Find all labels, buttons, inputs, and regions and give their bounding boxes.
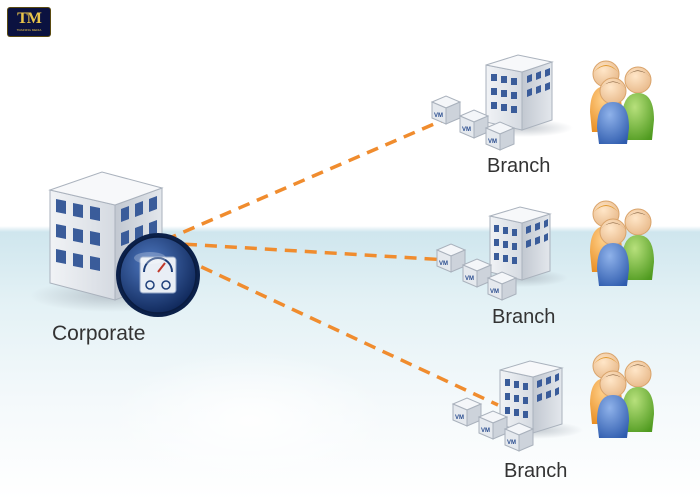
branch-3-label: Branch bbox=[504, 460, 568, 482]
vm-box: VM bbox=[461, 258, 493, 288]
svg-text:VM: VM bbox=[507, 440, 516, 446]
logo-subtitle: TRAINING MEDIA bbox=[16, 28, 42, 32]
branch-3-users-icon bbox=[590, 352, 654, 438]
svg-text:VM: VM bbox=[439, 261, 448, 267]
branch-3-vm-cluster: VM VM VM bbox=[451, 397, 535, 452]
link-corporate-branch-1 bbox=[164, 116, 449, 242]
background-glow bbox=[110, 350, 390, 490]
logo-mark: TM bbox=[17, 10, 42, 27]
vm-box: VM bbox=[430, 95, 462, 125]
wan-links bbox=[164, 116, 499, 407]
branch-2-users-icon bbox=[590, 200, 654, 286]
branch-2-vm-cluster: VM VM VM bbox=[435, 243, 518, 301]
link-corporate-branch-2 bbox=[164, 241, 449, 262]
branch-2-label: Branch bbox=[492, 306, 556, 328]
corporate-label: Corporate bbox=[52, 322, 146, 345]
gauge-monitor-icon bbox=[116, 233, 200, 317]
vm-box: VM bbox=[451, 397, 483, 427]
svg-text:VM: VM bbox=[488, 139, 497, 145]
svg-text:VM: VM bbox=[462, 127, 471, 133]
svg-text:VM: VM bbox=[455, 415, 464, 421]
svg-text:VM: VM bbox=[490, 289, 499, 295]
branch-1-users-icon bbox=[590, 60, 654, 144]
link-corporate-branch-3 bbox=[164, 248, 499, 407]
vm-box: VM bbox=[458, 109, 490, 139]
svg-text:VM: VM bbox=[481, 428, 490, 434]
vm-box: VM bbox=[503, 422, 535, 452]
branch-1-vm-cluster: VM VM VM bbox=[430, 95, 516, 151]
branch-1-label: Branch bbox=[487, 155, 551, 177]
vm-box: VM bbox=[486, 271, 518, 301]
svg-text:VM: VM bbox=[465, 276, 474, 282]
branch-1-building-icon bbox=[477, 54, 573, 137]
vm-box: VM bbox=[477, 410, 509, 440]
svg-text:VM: VM bbox=[434, 113, 443, 119]
vm-box: VM bbox=[484, 121, 516, 151]
vm-box: VM bbox=[435, 243, 467, 273]
company-logo: TM TRAINING MEDIA bbox=[8, 8, 50, 36]
